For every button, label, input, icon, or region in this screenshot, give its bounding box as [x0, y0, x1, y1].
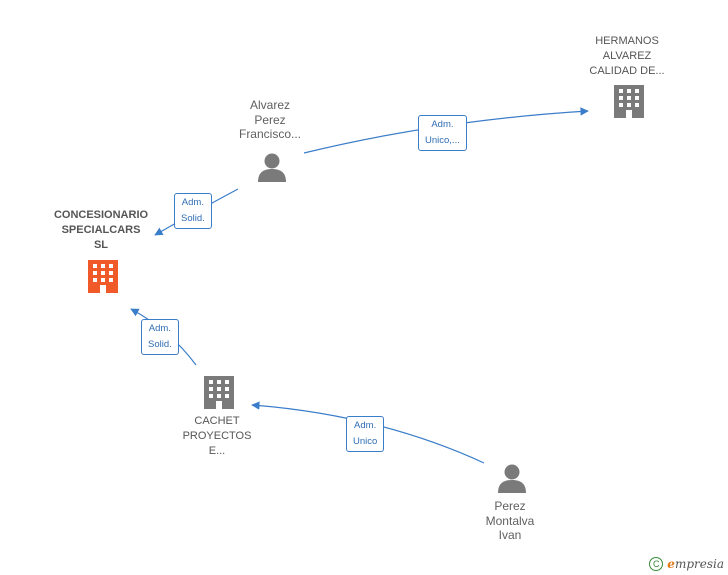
node-label-concesionario[interactable]: CONCESIONARIO SPECIALCARS SL [53, 209, 149, 251]
footer-brand: C empresia [649, 557, 724, 571]
edge-label-cachet-concesionario: Adm. Solid. [141, 319, 179, 355]
edge-label-perez-cachet: Adm. Unico [346, 416, 385, 452]
building-icon [614, 85, 644, 118]
node-label-cachet[interactable]: CACHET PROYECTOS E... [182, 415, 252, 457]
building-icon [88, 260, 118, 293]
building-icon [204, 376, 234, 409]
node-label-alvarez[interactable]: Alvarez Perez Francisco... [238, 98, 301, 141]
person-icon [498, 464, 526, 493]
person-icon [258, 153, 286, 182]
copyright-icon: C [649, 557, 664, 571]
edge-label-alvarez-hermanos: Adm. Unico,... [418, 115, 467, 151]
node-label-hermanos[interactable]: HERMANOS ALVAREZ CALIDAD DE... [589, 35, 665, 77]
edge-label-alvarez-concesionario: Adm. Solid. [174, 193, 212, 229]
brand-logo: empresia [667, 557, 724, 571]
node-label-perez[interactable]: Perez Montalva Ivan [485, 499, 535, 542]
